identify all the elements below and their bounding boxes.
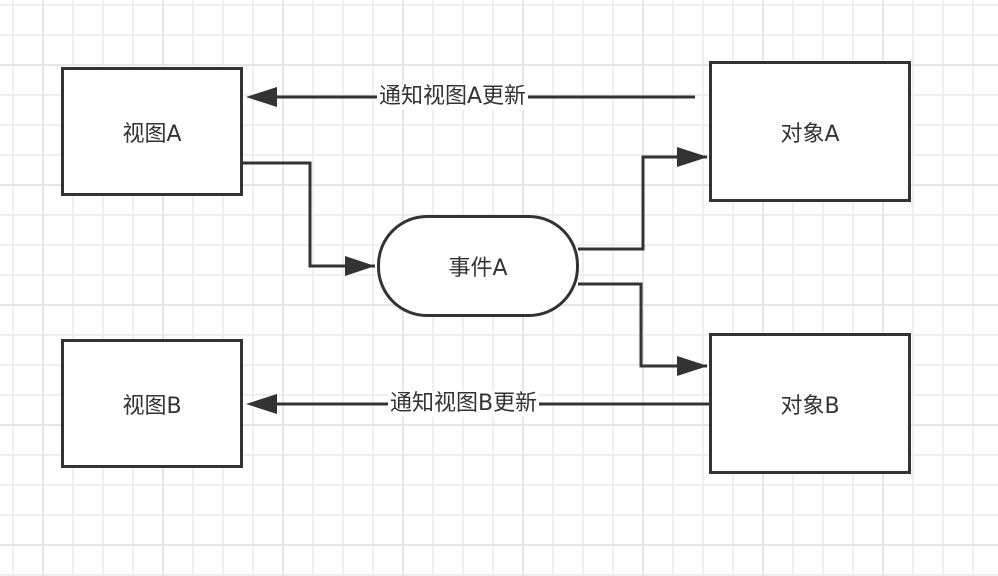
arrowhead-event-a	[345, 256, 375, 276]
node-view-a[interactable]: 视图A	[61, 67, 243, 196]
node-view-b[interactable]: 视图B	[61, 339, 243, 468]
edge-event-a-to-object-a[interactable]	[578, 155, 707, 251]
node-object-b[interactable]: 对象B	[709, 333, 911, 474]
node-object-a-label: 对象A	[780, 121, 840, 147]
arrowhead-view-a	[246, 87, 277, 107]
edge-label-notify-view-b: 通知视图B更新	[388, 391, 540, 417]
node-object-a[interactable]: 对象A	[709, 61, 911, 202]
edge-view-a-to-event-a[interactable]	[242, 161, 375, 268]
arrowhead-object-a	[677, 147, 708, 167]
node-object-b-label: 对象B	[780, 393, 840, 419]
node-view-b-label: 视图B	[122, 393, 182, 419]
edge-event-a-to-object-b[interactable]	[578, 282, 707, 368]
node-view-a-label: 视图A	[122, 121, 182, 147]
node-event-a-label: 事件A	[448, 256, 508, 281]
node-event-a[interactable]: 事件A	[377, 215, 579, 317]
edge-label-notify-view-a: 通知视图A更新	[377, 84, 529, 110]
arrowhead-object-b	[677, 356, 708, 376]
arrowhead-view-b	[246, 394, 277, 414]
